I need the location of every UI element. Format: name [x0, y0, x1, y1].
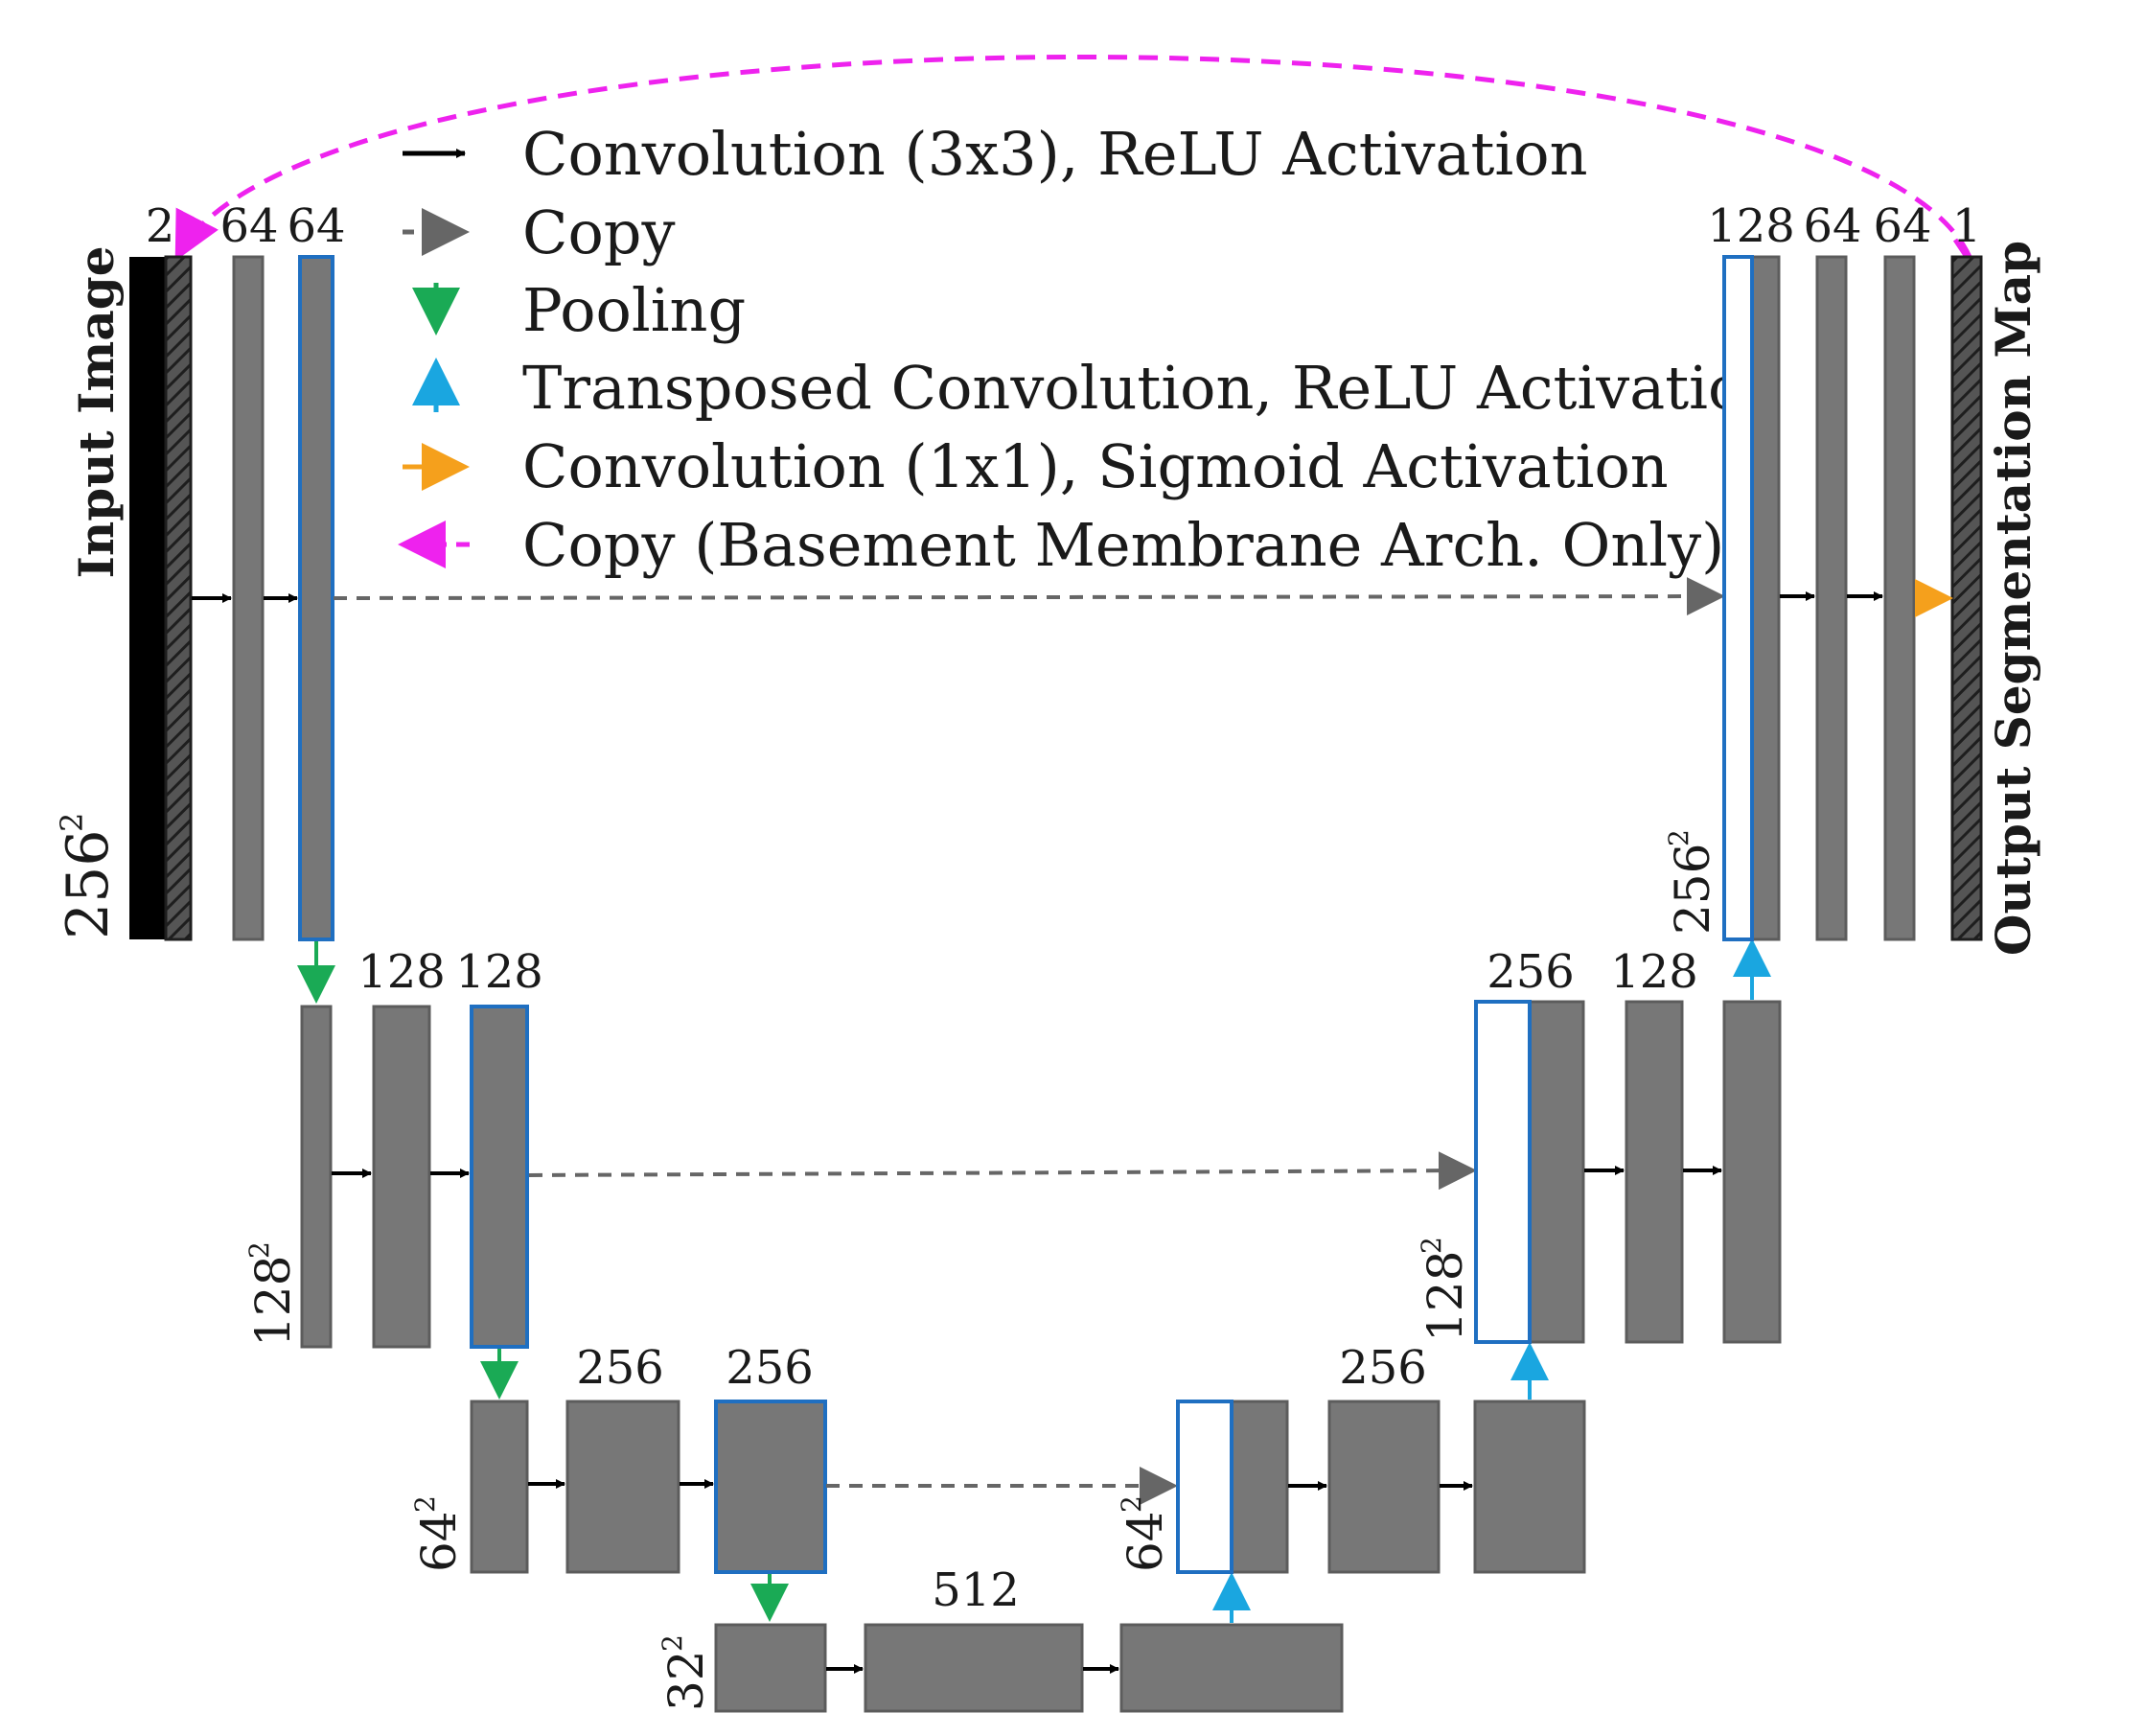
encoder-level-3: 256 256 64 2 — [409, 1341, 827, 1574]
input-image-label: Input Image — [68, 245, 125, 578]
svg-text:2: 2 — [243, 1241, 275, 1259]
legend-copy-label: Copy — [522, 197, 675, 267]
resolution-256-right: 256 2 — [1663, 829, 1720, 935]
dec1-conv-a — [1815, 255, 1848, 941]
enc1-conv-b — [298, 255, 334, 941]
svg-text:2: 2 — [657, 1634, 688, 1652]
enc2-conv-a — [372, 1005, 431, 1349]
svg-text:64: 64 — [411, 1511, 467, 1572]
channels-dec2-b: 128 — [1610, 945, 1698, 999]
dec3-conv-a — [1327, 1400, 1441, 1574]
channels-dec1-b: 64 — [1803, 199, 1861, 253]
svg-text:32: 32 — [658, 1650, 714, 1711]
channels-enc3-a: 256 — [576, 1341, 664, 1395]
resolution-64-right: 64 2 — [1116, 1495, 1173, 1572]
dec2-conv-b — [1722, 1000, 1782, 1344]
dec1-copied-block — [1722, 255, 1754, 941]
decoder-level-2: 256 128 128 2 — [1416, 945, 1782, 1344]
legend-conv-label: Convolution (3x3), ReLU Activation — [522, 119, 1588, 189]
bottom-pooled — [714, 1623, 827, 1713]
resolution-128-left: 128 2 — [243, 1241, 301, 1347]
encoder-level-1: 2 64 64 Input Image 256 2 — [54, 199, 346, 941]
output-segmentation-label: Output Segmentation Map — [1985, 241, 2041, 956]
dec2-conv-a — [1625, 1000, 1684, 1344]
legend-pool-label: Pooling — [522, 275, 746, 345]
bottleneck: 512 32 2 — [657, 1563, 1344, 1713]
legend: Convolution (3x3), ReLU Activation Copy … — [398, 119, 1782, 580]
svg-text:128: 128 — [1418, 1251, 1473, 1342]
legend-membrane-label: Copy (Basement Membrane Arch. Only) — [522, 510, 1724, 580]
channels-enc2-b: 128 — [455, 945, 543, 999]
bottom-conv-a — [864, 1623, 1084, 1713]
resolution-256-left: 256 2 — [54, 813, 122, 939]
channels-in-2: 2 — [146, 199, 175, 253]
channels-dec1-a: 128 — [1707, 199, 1795, 253]
membrane-copy-arch-head-right — [1952, 238, 1970, 259]
channels-enc3-b: 256 — [726, 1341, 814, 1395]
svg-text:256: 256 — [1665, 844, 1720, 935]
svg-text:128: 128 — [245, 1256, 301, 1347]
svg-text:256: 256 — [55, 829, 122, 939]
decoder-level-3: 256 64 2 — [1116, 1341, 1586, 1574]
enc3-pooled — [470, 1400, 529, 1574]
dec3-copied-block — [1176, 1400, 1233, 1574]
dec2-concat-gray — [1526, 1000, 1585, 1344]
copy-arrow-level-2 — [528, 1151, 1477, 1191]
dec1-conv-b — [1883, 255, 1916, 941]
resolution-64-left: 64 2 — [409, 1495, 467, 1572]
resolution-128-right: 128 2 — [1416, 1237, 1473, 1342]
bottom-conv-b — [1119, 1623, 1344, 1713]
channels-enc1-b: 64 — [287, 199, 345, 253]
copy-arrow-level-1 — [333, 577, 1725, 616]
channels-enc2-a: 128 — [357, 945, 446, 999]
input-hatched-channel — [164, 255, 193, 941]
svg-text:2: 2 — [1663, 829, 1694, 846]
output-segmentation-block — [1950, 255, 1983, 941]
decoder-level-1: 128 64 64 1 256 2 Output Segmentation Ma… — [1663, 199, 2041, 956]
resolution-32: 32 2 — [657, 1634, 714, 1711]
dec2-copied-block — [1474, 1000, 1532, 1344]
enc3-conv-a — [565, 1400, 680, 1574]
svg-text:2: 2 — [54, 813, 90, 832]
enc2-conv-b — [470, 1005, 529, 1349]
channels-enc1-a: 64 — [219, 199, 278, 253]
enc2-pooled — [300, 1005, 333, 1349]
svg-text:2: 2 — [1116, 1495, 1147, 1513]
channels-dec3: 256 — [1339, 1341, 1427, 1395]
encoder-level-2: 128 128 128 2 — [243, 945, 543, 1349]
svg-text:64: 64 — [1118, 1511, 1173, 1572]
dec3-conv-b — [1473, 1400, 1586, 1574]
membrane-copy-arch — [174, 55, 1972, 262]
enc3-conv-b — [714, 1400, 827, 1574]
svg-text:2: 2 — [409, 1495, 441, 1513]
channels-dec1-c: 64 — [1873, 199, 1931, 253]
legend-sigmoid-label: Convolution (1x1), Sigmoid Activation — [522, 431, 1669, 501]
channels-dec2-a: 256 — [1487, 945, 1575, 999]
legend-upconv-label: Transposed Convolution, ReLU Activation — [522, 353, 1782, 423]
svg-text:2: 2 — [1416, 1237, 1447, 1254]
channels-bottom: 512 — [932, 1563, 1020, 1617]
dec1-concat-gray — [1748, 255, 1781, 941]
enc1-conv-a — [232, 255, 265, 941]
dec3-concat-gray — [1228, 1400, 1289, 1574]
channels-out-1: 1 — [1952, 199, 1982, 253]
input-image-block — [129, 257, 166, 939]
